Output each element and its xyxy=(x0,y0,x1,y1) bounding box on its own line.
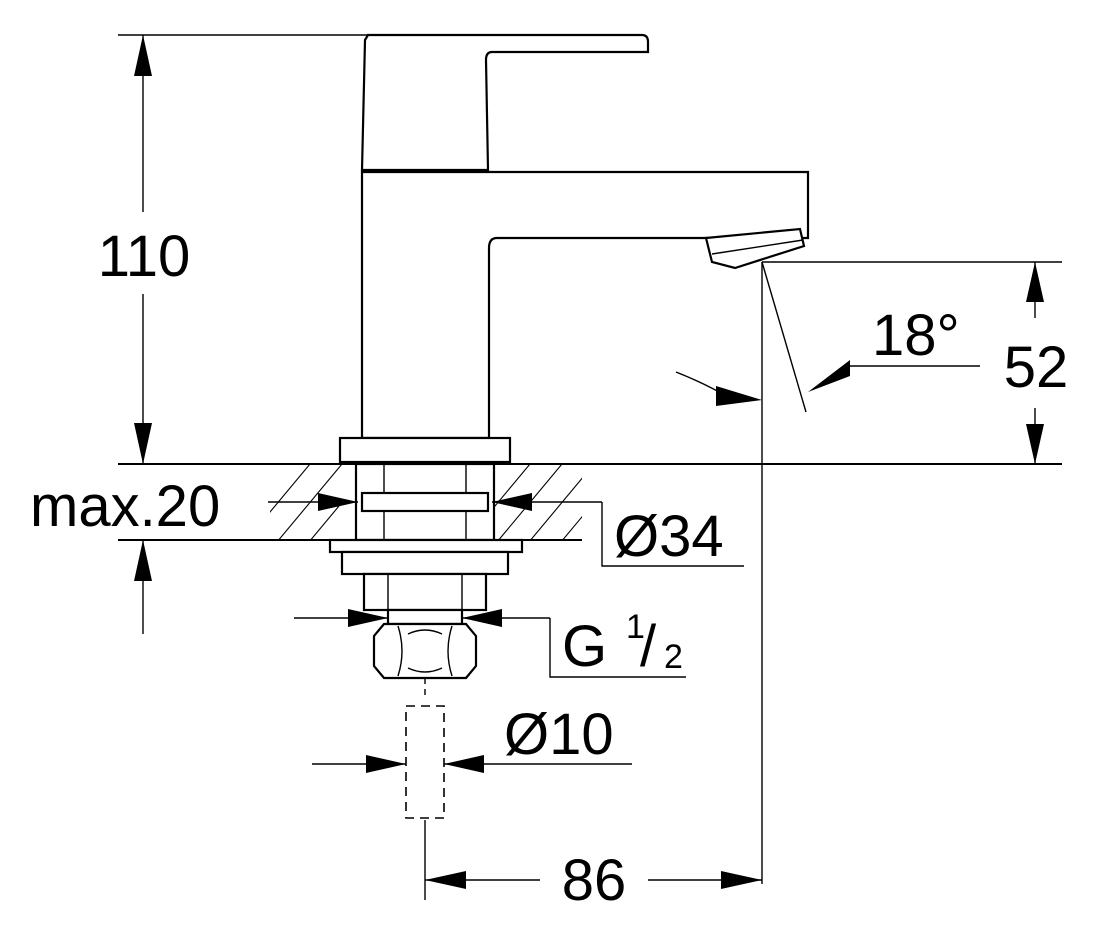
dimension-height-spout: 52 xyxy=(762,261,1076,464)
label-max-thickness: max.20 xyxy=(30,474,220,539)
mounting-assembly xyxy=(328,462,524,819)
handle-lever xyxy=(360,33,650,172)
label-height-spout: 52 xyxy=(1004,335,1069,400)
label-spout-angle: 18° xyxy=(872,303,960,368)
clamp-washer xyxy=(360,491,490,513)
dimension-thread: G 1 / 2 xyxy=(294,608,686,679)
label-supply-diameter: Ø10 xyxy=(504,702,614,767)
dimension-spout-angle: 18° xyxy=(675,261,980,884)
thread-shank xyxy=(362,572,488,612)
hex-connector-nut xyxy=(372,622,478,680)
countertop-section xyxy=(118,463,1062,541)
label-thread-numerator: 1 xyxy=(626,608,645,646)
mounting-plate xyxy=(328,538,524,554)
thread-collar xyxy=(386,608,464,626)
spout-column xyxy=(360,170,810,440)
faucet-body xyxy=(338,33,810,464)
dimension-max-thickness: max.20 xyxy=(30,474,220,634)
label-thread-letter: G xyxy=(562,614,607,679)
label-thread-slash: / xyxy=(640,614,657,679)
label-projection: 86 xyxy=(562,848,627,913)
aerator-line xyxy=(711,239,804,255)
countertop-hatch-left xyxy=(270,464,342,540)
label-height-total: 110 xyxy=(98,224,190,289)
label-base-diameter: Ø34 xyxy=(614,504,724,569)
supply-hose xyxy=(405,705,445,819)
aerator xyxy=(704,227,806,270)
fixing-nut xyxy=(340,550,510,576)
label-thread-denominator: 2 xyxy=(664,638,683,676)
dimension-base-diameter: Ø34 xyxy=(268,493,744,569)
base-flange xyxy=(338,436,512,464)
dimension-projection: 86 xyxy=(424,820,762,913)
dimension-supply-diameter: Ø10 xyxy=(312,702,632,773)
dimension-height-total: 110 xyxy=(80,34,368,464)
